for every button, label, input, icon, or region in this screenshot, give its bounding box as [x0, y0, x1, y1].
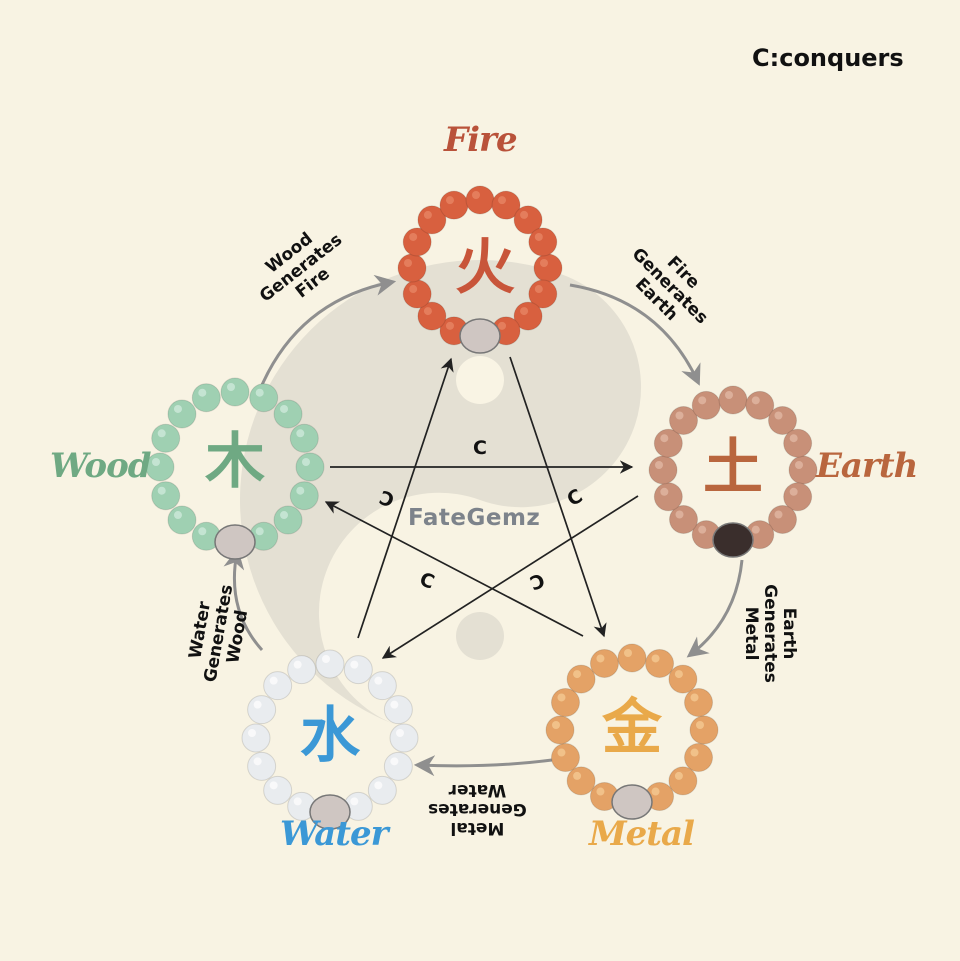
arrow-metal-to-water	[413, 755, 553, 777]
arrow-fire-to-metal	[509, 356, 607, 638]
bracelets	[145, 185, 818, 830]
yin-yang-background	[240, 260, 642, 726]
label-wood: Wood	[50, 446, 152, 486]
label-earth: Earth	[816, 446, 918, 486]
label-water: Water	[280, 814, 389, 854]
arrow-earth-to-metal	[686, 559, 744, 658]
legend-conquers: C:conquers	[752, 44, 904, 72]
label-metal-generates-water: Metal Generates Water	[428, 780, 527, 838]
bracelet-water	[241, 649, 419, 830]
watermark-fategemz: FateGemz	[408, 505, 541, 531]
glyph-earth: 土	[703, 433, 763, 503]
bracelet-fire	[397, 185, 563, 354]
conquers-pentagram	[324, 356, 639, 659]
glyph-water: 水	[300, 701, 360, 771]
arrow-water-to-fire	[357, 357, 454, 639]
bracelet-earth	[648, 385, 818, 558]
conquers-mark-wood-earth: C	[473, 437, 487, 459]
yin-yang-grey-dot	[456, 612, 504, 660]
yin-yang-light-dot	[456, 356, 504, 404]
arrow-water-to-wood	[223, 547, 264, 652]
bracelet-metal	[545, 643, 719, 820]
bracelet-wood	[145, 377, 325, 560]
arrow-wood-to-fire	[260, 274, 397, 386]
glyph-fire: 火	[455, 233, 515, 303]
label-metal: Metal	[589, 814, 695, 854]
arrow-earth-to-water	[381, 495, 639, 659]
arrow-metal-to-wood	[324, 501, 584, 637]
generates-cycle	[223, 274, 744, 777]
label-fire: Fire	[444, 120, 518, 160]
arrow-fire-to-earth	[569, 283, 701, 386]
glyph-metal: 金	[602, 693, 662, 763]
glyph-wood: 木	[205, 427, 265, 497]
label-earth-generates-metal: Earth Generates Metal	[740, 584, 799, 683]
